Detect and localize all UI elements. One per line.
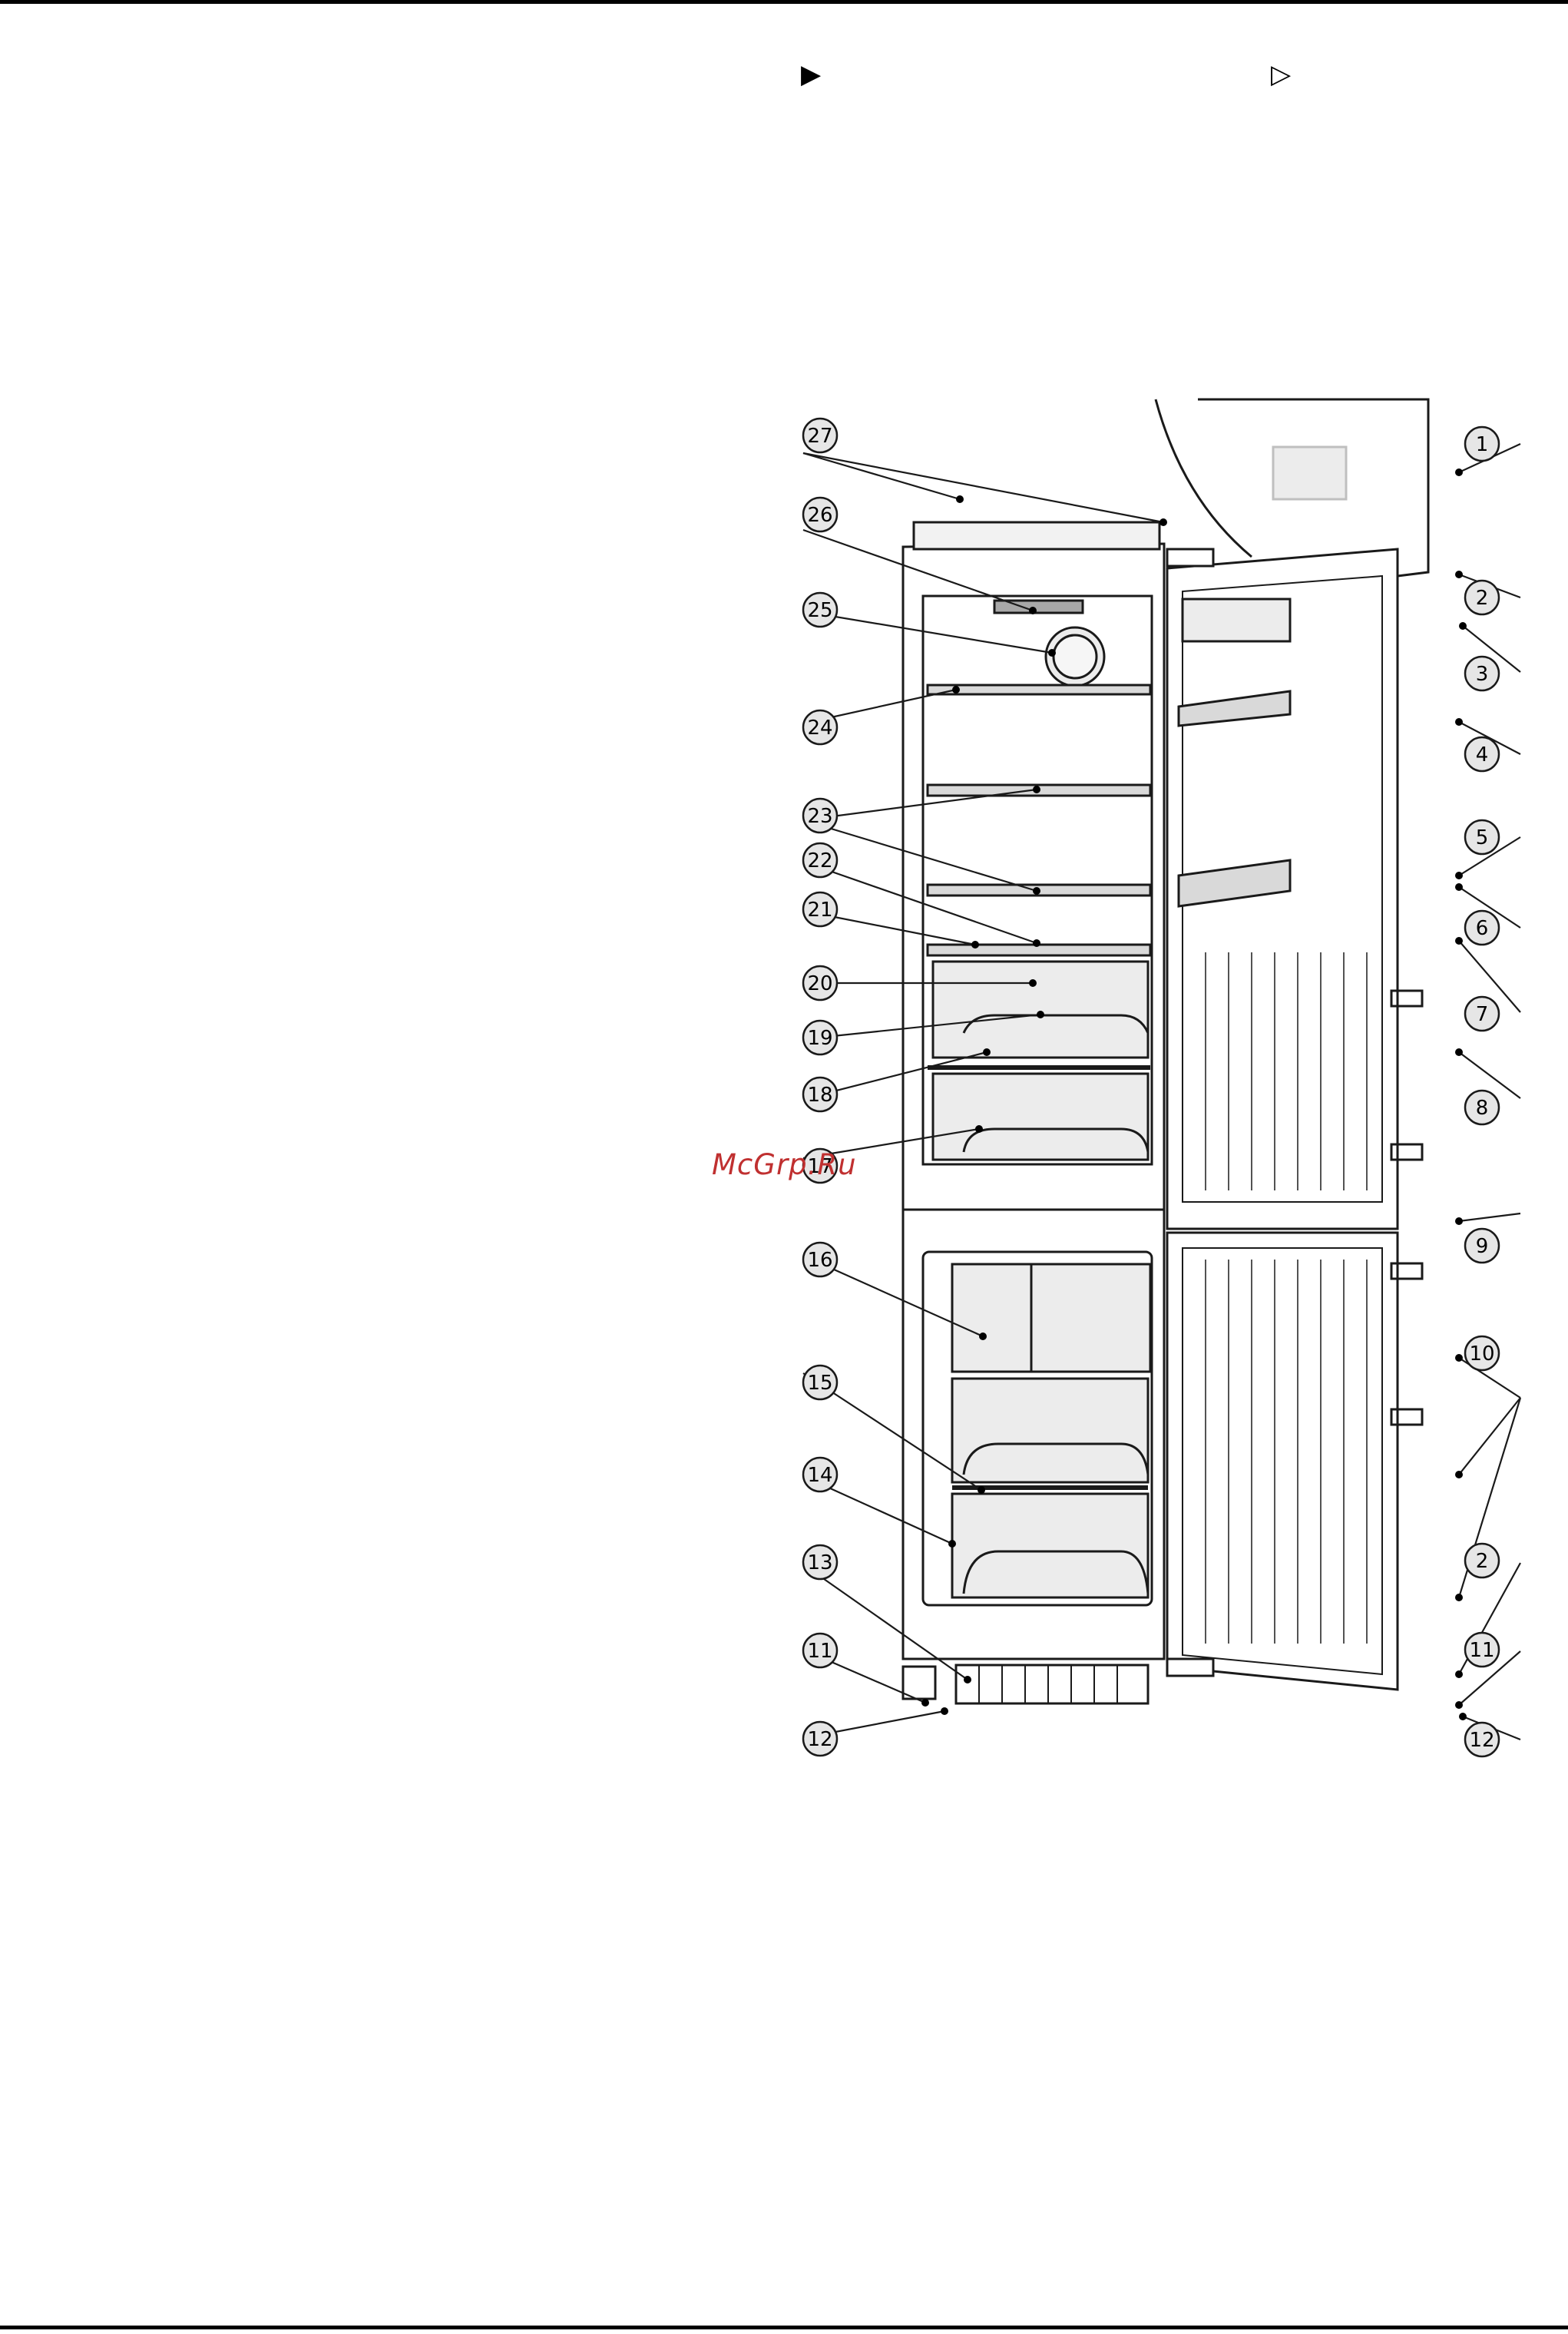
freezer-basket-right bbox=[1031, 1264, 1150, 1372]
butter-compartment bbox=[1183, 599, 1290, 641]
callout-27: 27 bbox=[803, 419, 837, 452]
watermark: McGrp.Ru bbox=[712, 1148, 857, 1181]
svg-text:2: 2 bbox=[1476, 587, 1489, 610]
callout-15: 15 bbox=[803, 1366, 837, 1399]
svg-text:23: 23 bbox=[807, 805, 832, 828]
svg-text:24: 24 bbox=[807, 717, 832, 740]
svg-text:19: 19 bbox=[807, 1027, 832, 1050]
filled-triangle-icon: ▶ bbox=[801, 61, 821, 88]
freezer-drawer-bottom bbox=[952, 1494, 1148, 1597]
svg-text:9: 9 bbox=[1476, 1235, 1489, 1258]
callout-18: 18 bbox=[803, 1078, 837, 1111]
callout-23: 23 bbox=[803, 799, 837, 833]
svg-text:7: 7 bbox=[1476, 1003, 1489, 1026]
svg-text:11: 11 bbox=[807, 1640, 832, 1663]
bottom-rule bbox=[0, 2326, 1568, 2329]
ventilation-grille bbox=[956, 1665, 1148, 1703]
callout-20: 20 bbox=[803, 966, 837, 1000]
svg-text:20: 20 bbox=[807, 972, 832, 995]
svg-text:12: 12 bbox=[807, 1728, 832, 1751]
svg-text:13: 13 bbox=[807, 1551, 832, 1574]
outline-triangle-icon: ▷ bbox=[1271, 61, 1291, 88]
svg-text:18: 18 bbox=[807, 1084, 832, 1107]
callout-24: 24 bbox=[803, 710, 837, 744]
callout-10: 10 bbox=[1465, 1336, 1499, 1370]
svg-text:15: 15 bbox=[807, 1372, 832, 1395]
callout-7: 7 bbox=[1465, 997, 1499, 1031]
callout-25: 25 bbox=[803, 593, 837, 627]
callout-11-right: 11 bbox=[1465, 1633, 1499, 1667]
callout-9: 9 bbox=[1465, 1229, 1499, 1263]
svg-text:12: 12 bbox=[1469, 1729, 1494, 1752]
leader-lines bbox=[803, 444, 1520, 1740]
callout-1: 1 bbox=[1465, 427, 1499, 461]
svg-text:10: 10 bbox=[1469, 1342, 1494, 1366]
top-rule bbox=[0, 0, 1568, 4]
svg-text:14: 14 bbox=[807, 1464, 832, 1487]
callout-4: 4 bbox=[1465, 737, 1499, 771]
svg-text:22: 22 bbox=[807, 849, 832, 872]
callout-8: 8 bbox=[1465, 1091, 1499, 1124]
callout-13: 13 bbox=[803, 1545, 837, 1579]
glass-shelf-top bbox=[928, 685, 1150, 694]
crisper-drawer-upper bbox=[933, 962, 1148, 1058]
svg-text:16: 16 bbox=[807, 1249, 832, 1272]
freezer-drawer-middle bbox=[952, 1379, 1148, 1482]
callout-22: 22 bbox=[803, 843, 837, 877]
top-cover bbox=[914, 522, 1159, 549]
callout-16: 16 bbox=[803, 1243, 837, 1276]
door-ribs bbox=[1206, 952, 1367, 1644]
svg-text:6: 6 bbox=[1476, 917, 1489, 940]
door-rack-upper bbox=[1179, 691, 1290, 726]
callout-11-left: 11 bbox=[803, 1634, 837, 1667]
svg-text:8: 8 bbox=[1476, 1097, 1489, 1120]
callout-5: 5 bbox=[1465, 820, 1499, 854]
door-handle-fridge-top bbox=[1391, 991, 1422, 1006]
door-label-panel bbox=[1273, 447, 1346, 499]
callout-21: 21 bbox=[803, 892, 837, 926]
svg-text:26: 26 bbox=[807, 504, 832, 527]
svg-text:21: 21 bbox=[807, 899, 832, 922]
callout-19: 19 bbox=[803, 1021, 837, 1054]
callout-2-top: 2 bbox=[1465, 581, 1499, 614]
callout-14: 14 bbox=[803, 1458, 837, 1491]
top-hinge bbox=[1167, 549, 1213, 566]
door-swing-arc bbox=[1156, 399, 1252, 557]
door-handle-freezer-bottom bbox=[1391, 1409, 1422, 1425]
freezer-door bbox=[1167, 1233, 1398, 1690]
svg-text:27: 27 bbox=[807, 425, 832, 448]
door-handle-fridge-bottom bbox=[1391, 1144, 1422, 1160]
bottom-hinge-left bbox=[903, 1667, 935, 1699]
drawer-cover bbox=[928, 945, 1150, 955]
callout-12-left: 12 bbox=[803, 1722, 837, 1756]
callout-2-bottom: 2 bbox=[1465, 1544, 1499, 1578]
door-handle-freezer-top bbox=[1391, 1263, 1422, 1279]
svg-text:5: 5 bbox=[1476, 826, 1489, 849]
svg-text:25: 25 bbox=[807, 599, 832, 622]
svg-text:4: 4 bbox=[1476, 743, 1489, 766]
svg-text:3: 3 bbox=[1476, 663, 1489, 686]
callout-26: 26 bbox=[803, 498, 837, 531]
svg-text:2: 2 bbox=[1476, 1550, 1489, 1573]
door-rack-lower bbox=[1179, 860, 1290, 906]
bottom-hinge-right bbox=[1167, 1659, 1213, 1676]
fridge-diagram: 1 2 3 4 5 6 7 8 9 10 2 11 12 27 26 25 24… bbox=[691, 384, 1536, 1813]
svg-text:1: 1 bbox=[1476, 433, 1489, 456]
callout-3: 3 bbox=[1465, 657, 1499, 690]
callout-12-right: 12 bbox=[1465, 1723, 1499, 1756]
svg-text:11: 11 bbox=[1469, 1639, 1494, 1662]
callout-6: 6 bbox=[1465, 911, 1499, 945]
